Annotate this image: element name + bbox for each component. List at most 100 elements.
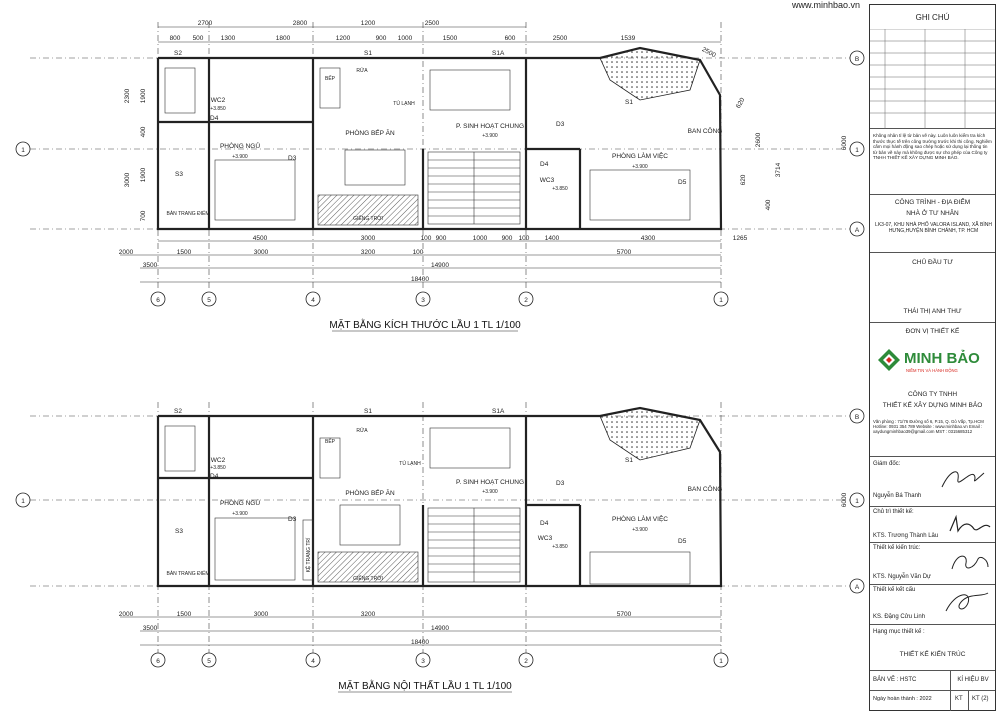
dim-top2-1: 800	[170, 35, 181, 42]
axis-bubble: 1	[713, 652, 729, 668]
svg-text:1: 1	[21, 147, 25, 154]
level2-sinh-hoat: +3.900	[482, 489, 498, 495]
dim-top2-8: 1500	[443, 35, 458, 42]
tb-cong-trinh-label: CÔNG TRÌNH - ĐỊA ĐIỂM	[894, 199, 971, 206]
tb-designer: ĐƠN VỊ THIẾT KẾ MINH BẢO NIỀM TIN VÀ HÀN…	[870, 323, 995, 457]
dim2-bot2-2: 14900	[431, 625, 449, 632]
bottom-dimension-lines-2	[120, 616, 721, 646]
signature-1-icon	[941, 471, 985, 488]
dim-bot1-9: 4300	[641, 235, 656, 242]
level-wc2: +3.850	[210, 106, 226, 112]
dim-bot4-1: 18400	[411, 276, 429, 283]
level-wc3: +3.850	[552, 186, 568, 192]
svg-text:1: 1	[21, 498, 25, 505]
axis-bubble: A	[849, 578, 865, 594]
tb-kien-truc-label: Thiết kế kiến trúc:	[873, 545, 921, 551]
dim-bot2-4: 3200	[361, 249, 376, 256]
tag-s1: S1	[364, 50, 372, 57]
room-gieng-troi: GIẾNG TRỜI	[353, 215, 383, 222]
dim-top2-6: 900	[376, 35, 387, 42]
dim-top-2: 2800	[293, 20, 308, 27]
tag2-d4-1: D4	[210, 473, 219, 480]
tb-kt2: KT (2)	[972, 696, 989, 702]
dim-bot1-10: 1265	[733, 235, 748, 242]
furniture-plan1	[164, 67, 691, 226]
room2-sinh-hoat: P. SINH HOẠT CHUNG	[456, 479, 524, 486]
dim-bot1-3: 100	[421, 235, 432, 242]
level-lam-viec: +3.900	[632, 164, 648, 170]
tb-arch: Thiết kế kiến trúc: KTS. Nguyễn Văn Dự	[870, 543, 995, 585]
tag2-s1a: S1A	[492, 408, 505, 415]
tb-logo-slogan: NIỀM TIN VÀ HÀNH ĐỘNG	[906, 368, 958, 373]
tag2-d3-2: D3	[556, 480, 565, 487]
label2-ke-trang-tri: KỆ TRANG TRÍ	[304, 537, 312, 572]
tag-s2: S2	[174, 50, 182, 57]
axis-grid-2	[30, 402, 850, 660]
tag-d4-2: D4	[540, 161, 549, 168]
tag-d4-1: D4	[210, 115, 219, 122]
tb-company-1: CÔNG TY TNHH	[907, 391, 958, 398]
label2-bep: BẾP	[325, 438, 336, 445]
svg-text:B: B	[855, 56, 859, 63]
plan1-title: MẶT BẰNG KÍCH THƯỚC LẦU 1 TL 1/100	[329, 318, 521, 331]
axis-bubbles-plan1: 6 5 4 3 2 1 B A 1 1	[15, 50, 865, 307]
svg-text:2: 2	[524, 658, 528, 665]
room-ban-trang-diem: BÀN TRANG ĐIỂM	[167, 210, 210, 217]
axis-bubble: 5	[201, 652, 217, 668]
level2-phong-ngu: +3.900	[232, 511, 248, 517]
room-bep-an: PHÒNG BẾP ĂN	[345, 127, 395, 137]
dim-right-3: 2500	[701, 46, 717, 59]
axis-bubble: B	[849, 408, 865, 424]
axis-bubble: 3	[415, 652, 431, 668]
plan-interior: PHÒNG NGỦ PHÒNG BẾP ĂN P. SINH HOẠT CHUN…	[15, 402, 865, 693]
axis-bubble: 1	[849, 141, 865, 157]
room2-ban-cong: BAN CÔNG	[688, 484, 723, 493]
plan-dimension: PHÒNG NGỦ PHÒNG BẾP ĂN P. SINH HOẠT CHUN…	[15, 20, 865, 332]
dim-bot2-6: 5700	[617, 249, 632, 256]
dim-bot3-1: 3500	[143, 262, 158, 269]
tb-hang-muc-label: Hạng mục thiết kế :	[873, 629, 925, 635]
dim-left-4: 1900	[140, 167, 147, 182]
dim-right-7: 400	[765, 199, 772, 210]
axis-bubble: 6	[150, 291, 166, 307]
level-sinh-hoat: +3.900	[482, 133, 498, 139]
tag2-s1-balcony: S1	[625, 457, 633, 464]
tb-ket-cau: KS. Đặng Cửu Linh	[873, 614, 926, 620]
svg-text:1: 1	[719, 658, 723, 665]
title-block: GHI CHÚ Không nhân tỉ lệ từ bản vẽ này. …	[869, 4, 996, 711]
tb-ngay: Ngày hoàn thành : 2022	[873, 696, 932, 702]
tb-footer: Ngày hoàn thành : 2022 KT KT (2)	[870, 691, 995, 710]
dim-top2-7: 1000	[398, 35, 413, 42]
dim-right-4: 620	[735, 96, 747, 109]
svg-text:1: 1	[855, 498, 859, 505]
dim-bot2-3: 3000	[254, 249, 269, 256]
dim-bot1-6: 900	[502, 235, 513, 242]
dim-right-5: 2600	[755, 132, 762, 147]
dim-bot2-1: 2000	[119, 249, 134, 256]
dim2-bot3-1: 18400	[411, 639, 429, 646]
dim2-bot1-1: 2000	[119, 611, 134, 618]
tb-hang-muc: THIẾT KẾ KIẾN TRÚC	[899, 651, 966, 658]
company-logo-icon	[878, 349, 900, 371]
level2-wc3: +3.850	[552, 544, 568, 550]
tb-notes: Không nhân tỉ lệ từ bản vẽ này. Luôn luô…	[870, 129, 995, 195]
tag-s1a: S1A	[492, 50, 505, 57]
tb-ket-cau-label: Thiết kế kết cấu	[873, 587, 916, 593]
room2-lam-viec: PHÒNG LÀM VIỆC	[612, 514, 668, 523]
tag-d5: D5	[678, 179, 687, 186]
tb-ki-hieu-label: KÍ HIỆU BV	[957, 677, 989, 683]
room-ban-cong: BAN CÔNG	[688, 126, 723, 135]
tb-notes-table	[870, 29, 995, 129]
tb-director: Giám đốc: Nguyễn Bá Thanh	[870, 457, 995, 507]
signature-2-icon	[949, 514, 991, 533]
axis-bubble: 1	[15, 492, 31, 508]
dim2-bot1-3: 3000	[254, 611, 269, 618]
label-rua: RỬA	[356, 67, 368, 74]
axis-bubble: 2	[518, 291, 534, 307]
dim-bot3-2: 14900	[431, 262, 449, 269]
label2-tu-lanh: TỦ LẠNH	[399, 460, 421, 467]
tb-chu-tri: KTS. Trương Thành Lâu	[873, 533, 939, 539]
tag2-s3: S3	[175, 528, 183, 535]
room2-phong-ngu: PHÒNG NGỦ	[220, 498, 260, 507]
tag2-d3-1: D3	[288, 516, 297, 523]
